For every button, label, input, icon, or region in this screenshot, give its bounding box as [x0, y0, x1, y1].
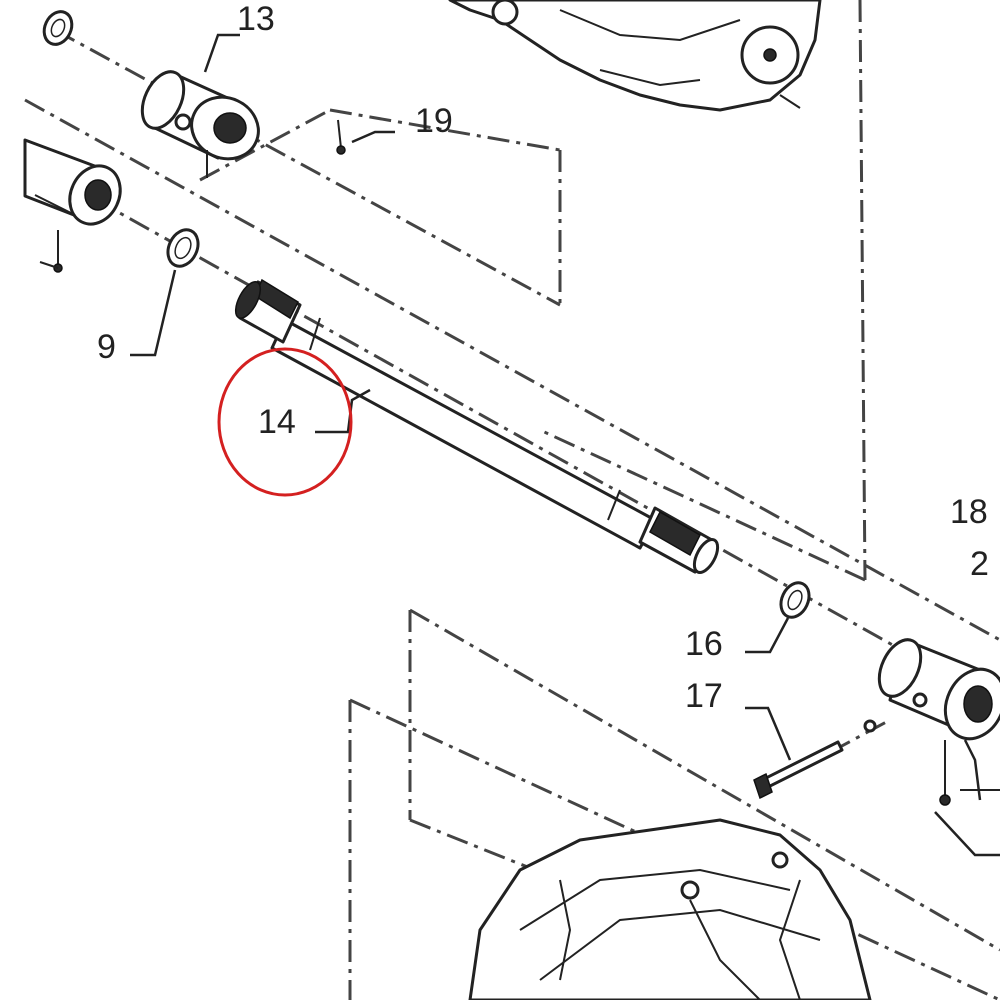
callout-16: 16 [685, 625, 723, 663]
highlight-circle [217, 347, 353, 497]
assembly-dash-lines [24, 0, 1000, 1000]
bolt-part-17 [753, 719, 877, 800]
callout-9: 9 [97, 328, 116, 366]
sleeve-right [877, 638, 1000, 806]
callout-2: 2 [970, 545, 989, 583]
pin-part-19 [336, 119, 346, 155]
sleeve-part-13 [140, 70, 260, 178]
callout-19: 19 [415, 102, 453, 140]
upper-housing [448, 0, 822, 112]
callout-17: 17 [685, 677, 723, 715]
callout-14: 14 [258, 403, 296, 441]
snap-ring-part-16 [779, 581, 811, 619]
lower-housing [468, 818, 872, 1000]
callout-13: 13 [237, 0, 275, 38]
callout-18: 18 [950, 493, 988, 531]
sleeve-left [23, 138, 122, 273]
snap-ring-top [42, 10, 74, 46]
snap-ring-part-9 [166, 228, 200, 268]
shaft-part-14 [234, 278, 720, 574]
